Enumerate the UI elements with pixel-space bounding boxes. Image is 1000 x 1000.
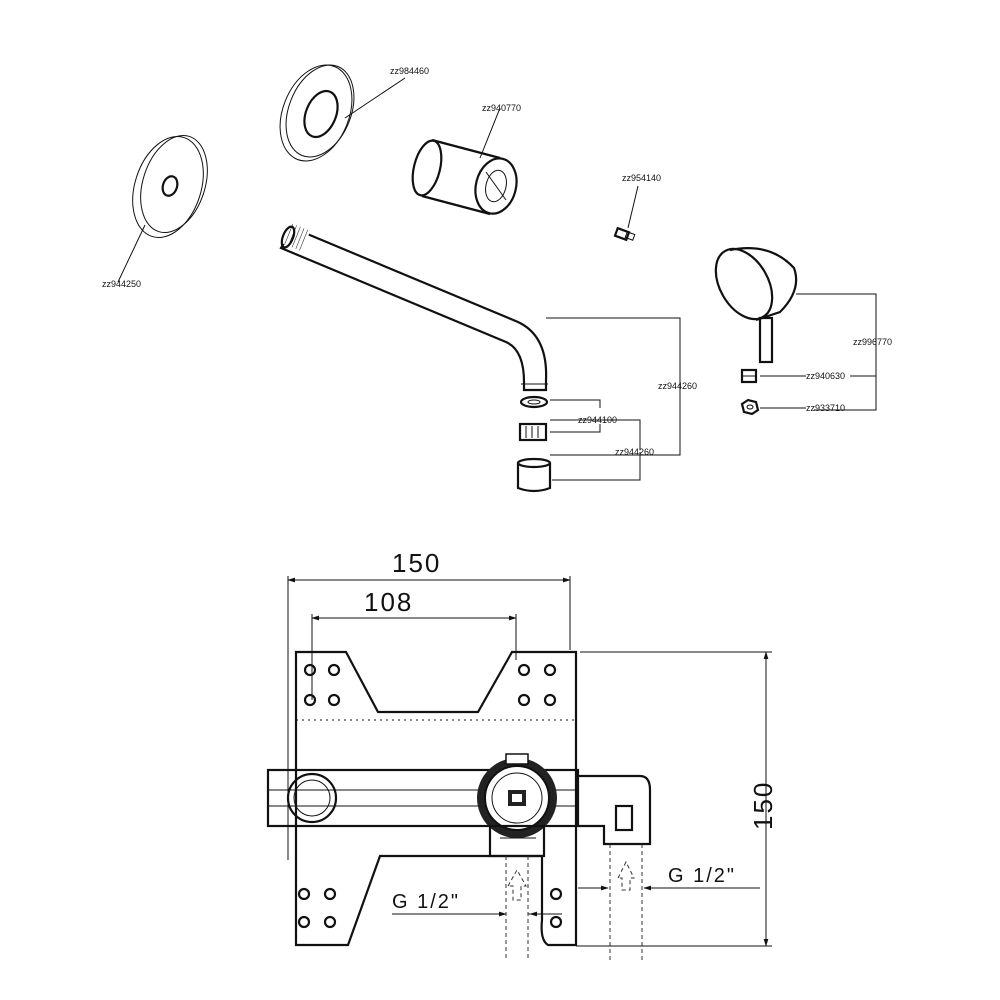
right-thread-callout: G 1/2"	[578, 865, 760, 891]
handle-nut-part	[740, 398, 806, 416]
sleeve-label: zz940770	[482, 103, 521, 113]
handle-insert-part	[740, 368, 876, 384]
exploded-view: zz944250 zz984460 zz940770 zz954140	[102, 64, 892, 493]
right-elbow-inlet	[578, 774, 652, 960]
grub-screw-part	[613, 185, 639, 242]
right-inlet-thread: G 1/2"	[668, 865, 736, 887]
rosette-label: zz944250	[102, 279, 141, 289]
rosette-part	[117, 134, 208, 283]
grub-screw-label: zz954140	[622, 173, 661, 183]
spout-label: zz944260	[658, 381, 697, 391]
dimension-drawing: 150 108 150 G 1/2" G	[266, 548, 778, 960]
mounting-holes	[297, 663, 563, 929]
height-value: 150	[748, 781, 778, 830]
handle-nut-label: zz933710	[806, 403, 845, 413]
left-thread-callout: G 1/2"	[392, 891, 562, 917]
width-inner-value: 108	[364, 587, 413, 617]
mounting-plate	[294, 650, 578, 947]
washer-part	[519, 395, 601, 409]
aerator-part	[518, 419, 641, 450]
handle-part	[714, 246, 877, 411]
handle-insert-label: zz940630	[806, 371, 845, 381]
left-inlet-thread: G 1/2"	[392, 891, 460, 913]
handle-label: zz996770	[853, 337, 892, 347]
cover-ring-label: zz984460	[390, 66, 429, 76]
width-total-value: 150	[392, 548, 441, 578]
aerator-housing-label: zz944260	[615, 447, 654, 457]
width-dimension-150: 150	[287, 548, 571, 860]
width-dimension-108: 108	[311, 587, 517, 700]
valve-body-bar	[266, 768, 580, 828]
mixer-cartridge	[477, 753, 557, 838]
aerator-label: zz944100	[578, 415, 617, 425]
cover-ring-part	[279, 64, 406, 162]
spout-part	[279, 222, 681, 456]
height-dimension-150: 150	[576, 651, 778, 947]
sleeve-part	[411, 107, 518, 216]
left-inlet-stub	[488, 824, 546, 960]
aerator-housing-part	[516, 452, 641, 493]
